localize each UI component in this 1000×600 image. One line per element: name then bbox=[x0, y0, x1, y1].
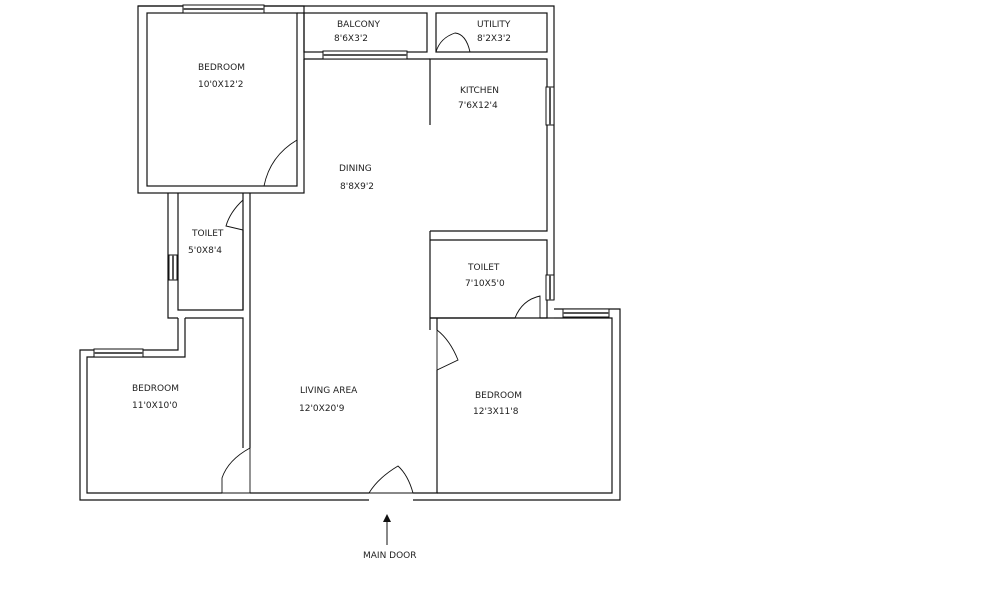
bedroom-bottom-left-inner bbox=[185, 317, 244, 448]
main-door-indicator: MAIN DOOR bbox=[363, 514, 417, 561]
bedroom-bottom-left-outer bbox=[79, 318, 369, 501]
door-toilet-left bbox=[225, 198, 244, 231]
room-name-bedroom-bottom-right: BEDROOM bbox=[475, 391, 522, 401]
bedroom-bottom-right-inner bbox=[413, 370, 438, 494]
room-size-bedroom-top-left: 10'0X12'2 bbox=[198, 80, 243, 90]
main-door-arrow-icon bbox=[383, 514, 391, 522]
room-name-toilet-right: TOILET bbox=[467, 263, 500, 273]
room-size-toilet-right: 7'10X5'0 bbox=[465, 279, 505, 289]
walls bbox=[79, 5, 621, 501]
room-labels: BEDROOM 10'0X12'2 BALCONY 8'6X3'2 UTILIT… bbox=[132, 20, 522, 417]
door-toilet-right bbox=[514, 295, 541, 319]
balcony-wall bbox=[303, 12, 428, 53]
door-bedroom-bottom-left bbox=[221, 447, 251, 494]
room-size-balcony: 8'6X3'2 bbox=[334, 34, 368, 44]
door-main bbox=[368, 465, 414, 494]
door-utility bbox=[435, 32, 471, 53]
room-name-toilet-left: TOILET bbox=[191, 229, 224, 239]
main-door-label: MAIN DOOR bbox=[363, 551, 417, 561]
outer-wall-top bbox=[138, 5, 555, 300]
doors bbox=[221, 32, 541, 494]
room-size-bedroom-bottom-right: 12'3X11'8 bbox=[473, 407, 519, 417]
room-size-living-area: 12'0X20'9 bbox=[299, 404, 345, 414]
door-bedroom-bottom-right bbox=[436, 329, 459, 371]
utility-wall bbox=[435, 12, 548, 53]
door-bedroom-top-left bbox=[263, 139, 298, 187]
room-size-utility: 8'2X3'2 bbox=[477, 34, 511, 44]
bedroom-top-left-outer-wall bbox=[137, 5, 305, 194]
room-size-bedroom-bottom-left: 11'0X10'0 bbox=[132, 401, 178, 411]
windows bbox=[93, 4, 610, 358]
room-name-dining: DINING bbox=[339, 164, 372, 174]
room-size-kitchen: 7'6X12'4 bbox=[458, 101, 498, 111]
room-name-bedroom-top-left: BEDROOM bbox=[198, 63, 245, 73]
toilet-left-wall bbox=[167, 193, 178, 319]
kitchen-wall bbox=[429, 58, 548, 232]
room-name-bedroom-bottom-left: BEDROOM bbox=[132, 384, 179, 394]
room-name-balcony: BALCONY bbox=[337, 20, 380, 30]
room-name-kitchen: KITCHEN bbox=[460, 86, 499, 96]
room-size-dining: 8'8X9'2 bbox=[340, 182, 374, 192]
room-size-toilet-left: 5'0X8'4 bbox=[188, 246, 222, 256]
bedroom-bottom-right-outer bbox=[413, 308, 621, 501]
bedroom-bottom-right-inner2 bbox=[437, 317, 613, 494]
bedroom-bottom-left-inner2 bbox=[86, 318, 222, 494]
room-name-living-area: LIVING AREA bbox=[300, 386, 358, 396]
room-name-utility: UTILITY bbox=[477, 20, 511, 30]
